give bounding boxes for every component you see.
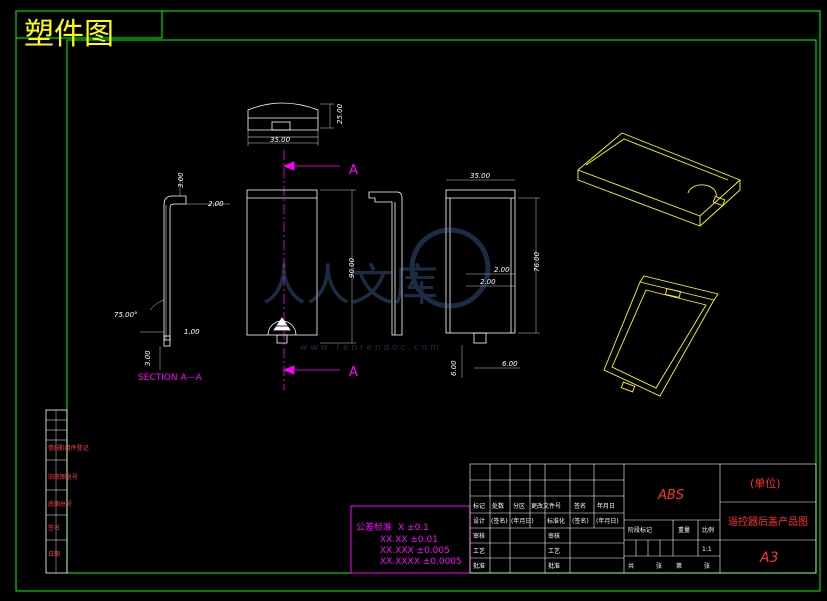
side-label-3: 签名 [48, 524, 60, 532]
tb-row-2-3: 标准化 [547, 517, 565, 525]
side-label-2: 底图总号 [48, 500, 72, 508]
top-view [247, 102, 334, 146]
dim-sec-lip: 2.00 [208, 200, 224, 208]
title-block [469, 463, 817, 574]
stage-label-2: 比例 [702, 526, 714, 534]
tb-left-1: 工艺 [473, 547, 485, 555]
material: ABS [657, 488, 684, 503]
watermark-text: 人人文库 [262, 260, 438, 311]
dim-top-width: 35.00 [270, 136, 291, 144]
tb-row-2-2: (年月日) [511, 517, 534, 525]
dim-right-bottom-2: 6.00 [450, 360, 458, 376]
dim-right-bottom-1: 6.00 [502, 360, 518, 368]
side-label-1: 旧底图总号 [48, 473, 78, 481]
tb-mid-0: 审核 [548, 532, 560, 540]
unit-label: (单位) [750, 476, 781, 490]
tolerance-line-1: XX.XX ±0.01 [380, 535, 438, 545]
watermark-url: w w w . r e n r e n d o c . c o m [300, 343, 439, 353]
tb-left-2: 批准 [473, 562, 485, 570]
outer-border [15, 10, 821, 592]
isometric-view-bottom [603, 275, 719, 397]
right-view [445, 179, 540, 378]
dim-right-height: 76.00 [533, 251, 541, 272]
tolerance-title: 公差标准 [356, 521, 392, 533]
tb-mid-1: 工艺 [548, 547, 560, 555]
dim-right-inner-2: 2.00 [480, 278, 496, 286]
dim-right-inner-1: 2.00 [494, 266, 510, 274]
scale-value: 1:1 [702, 546, 712, 553]
tolerance-line-3: XX.XXXX ±0.0005 [380, 557, 462, 567]
section-marker-bottom: A [349, 365, 358, 380]
side-profile [368, 191, 403, 336]
dim-right-width: 35.00 [470, 172, 491, 180]
stage-label-1: 重量 [678, 526, 690, 534]
sheet-info-1: 张 [656, 562, 662, 570]
tb-row-1-5: 年月日 [597, 502, 615, 510]
tolerance-line-0: X ±0.1 [398, 523, 429, 533]
sheet-info-2: 第 [676, 562, 682, 570]
tb-row-2-0: 设计 [473, 517, 485, 525]
dim-sec-thick: 1.00 [184, 328, 200, 336]
drawing-name: 遥控器后盖产品图 [728, 515, 808, 528]
sheet-size: A3 [759, 550, 778, 566]
tb-left-0: 审核 [473, 532, 485, 540]
tolerance-line-2: XX.XXX ±0.005 [380, 546, 450, 556]
drawing-title: 塑件图 [24, 17, 114, 52]
isometric-view-top [577, 132, 741, 227]
front-view [246, 189, 356, 344]
dim-sec-top: 3.00 [177, 172, 185, 188]
dim-front-height: 90.00 [348, 257, 356, 278]
tb-row-1-0: 标记 [473, 502, 485, 510]
section-marker-top: A [349, 163, 358, 178]
side-label-0: 借(通)用件登记 [48, 444, 89, 452]
tb-row-1-4: 签名 [574, 502, 586, 510]
tb-row-1-2: 分区 [513, 502, 525, 510]
tb-row-2-1: (签名) [491, 517, 508, 525]
dim-sec-angle: 75.00° [114, 311, 138, 319]
side-label-4: 日期 [48, 550, 60, 558]
tb-row-1-3: 更改文件号 [531, 502, 561, 510]
side-panel: 借(通)用件登记 旧底图总号 底图总号 签名 日期 [45, 409, 89, 574]
sheet-info-3: 张 [704, 562, 710, 570]
dim-sec-bottom: 3.00 [144, 350, 152, 366]
title-tab [16, 11, 163, 39]
tb-row-1-1: 处数 [492, 502, 504, 510]
tolerance-box: 公差标准 X ±0.1 XX.XX ±0.01 XX.XXX ±0.005 XX… [350, 505, 471, 574]
watermark: 人人文库 w w w . r e n r e n d o c . c o m [262, 227, 491, 353]
stage-label-0: 阶段标记 [628, 526, 652, 534]
section-view [140, 176, 230, 370]
dim-top-height: 25.00 [336, 103, 344, 124]
section-label: SECTION A—A [138, 373, 203, 383]
sheet-info-0: 共 [628, 562, 634, 570]
tb-row-2-4: (签名) [572, 517, 589, 525]
tb-mid-2: 批准 [548, 562, 560, 570]
tb-row-2-5: (年月日) [596, 517, 619, 525]
